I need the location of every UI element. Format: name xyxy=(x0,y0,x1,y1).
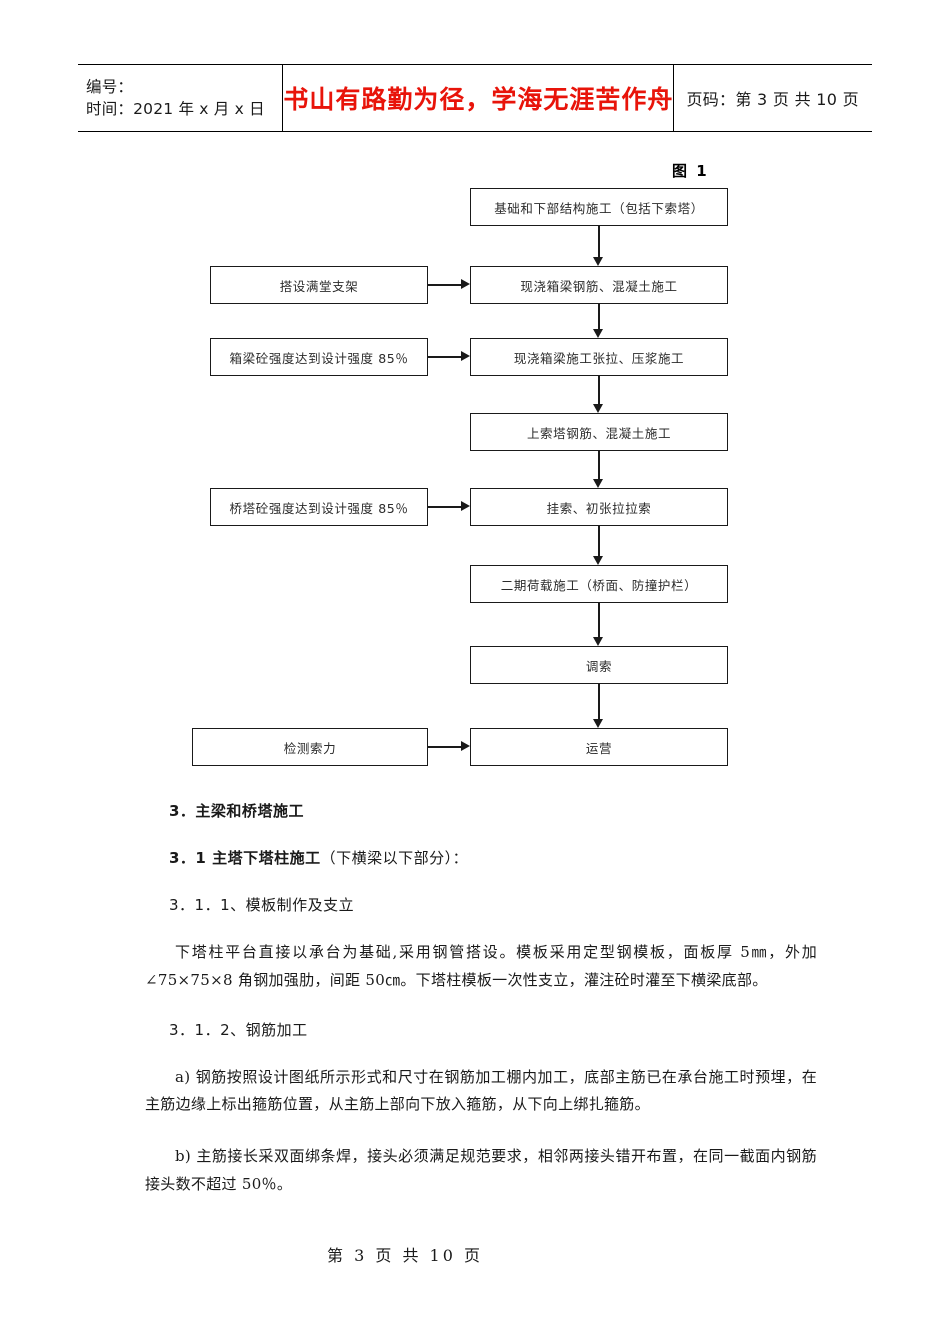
footer-page-number: 第 3 页 共 10 页 xyxy=(327,1246,483,1265)
subsection-title-bold: 3．1 主塔下塔柱施工 xyxy=(169,849,321,867)
flow-node-tower-strength: 桥塔砼强度达到设计强度 85％ xyxy=(210,488,428,526)
header-number-label: 编号： xyxy=(86,77,134,96)
connector-n5-n6 xyxy=(598,526,600,556)
arrowhead-n4 xyxy=(593,404,603,413)
figure-caption: 图 1 xyxy=(672,162,709,180)
flow-node-cable-adjust: 调索 xyxy=(470,646,728,684)
document-body: 3．主梁和桥塔施工 3．1 主塔下塔柱施工（下横梁以下部分）： 3．1．1、模板… xyxy=(145,800,817,1223)
flow-node-tension-grouting: 现浇箱梁施工张拉、压浆施工 xyxy=(470,338,728,376)
connector-n6-n7 xyxy=(598,603,600,637)
section-title: 3．主梁和桥塔施工 xyxy=(169,802,304,820)
flow-node-label: 二期荷载施工（桥面、防撞护栏） xyxy=(500,577,698,593)
arrowhead-n6 xyxy=(593,556,603,565)
subsection-title-rest: （下横梁以下部分）： xyxy=(320,849,469,867)
arrowhead-n8 xyxy=(593,719,603,728)
connector-s3-n5 xyxy=(428,506,461,508)
arrowhead-s3 xyxy=(461,501,470,511)
arrowhead-s1 xyxy=(461,279,470,289)
paragraph-b: b) 主筋接长采双面绑条焊，接头必须满足规范要求，相邻两接头错开布置，在同一截面… xyxy=(145,1147,817,1193)
header-slogan: 书山有路勤为径，学海无涯苦作舟 xyxy=(283,85,674,114)
connector-n3-n4 xyxy=(598,376,600,404)
arrowhead-s4 xyxy=(461,741,470,751)
flow-node-label: 调索 xyxy=(585,658,613,674)
flow-node-label: 桥塔砼强度达到设计强度 85％ xyxy=(229,500,409,516)
subsection-title: 3．1 主塔下塔柱施工（下横梁以下部分）： xyxy=(169,847,817,868)
flow-node-scaffolding: 搭设满堂支架 xyxy=(210,266,428,304)
construction-flowchart: 基础和下部结构施工（包括下索塔） 现浇箱梁钢筋、混凝土施工 现浇箱梁施工张拉、压… xyxy=(0,150,950,790)
flow-node-box-girder-rebar: 现浇箱梁钢筋、混凝土施工 xyxy=(470,266,728,304)
connector-n2-n3 xyxy=(598,304,600,329)
header-cell-pageinfo: 页码：第 3 页 共 10 页 xyxy=(674,65,872,131)
flow-node-label: 现浇箱梁钢筋、混凝土施工 xyxy=(520,278,678,294)
flow-node-cable-hanging: 挂索、初张拉拉索 xyxy=(470,488,728,526)
flow-node-label: 基础和下部结构施工（包括下索塔） xyxy=(494,200,704,216)
arrowhead-n3 xyxy=(593,329,603,338)
item-3-1-2: 3．1．2、钢筋加工 xyxy=(169,1020,308,1039)
flow-node-label: 现浇箱梁施工张拉、压浆施工 xyxy=(513,350,685,366)
flow-node-label: 上索塔钢筋、混凝土施工 xyxy=(526,425,672,441)
document-footer: 第 3 页 共 10 页 xyxy=(0,1242,950,1266)
arrowhead-s2 xyxy=(461,351,470,361)
flow-node-cable-force-test: 检测索力 xyxy=(192,728,428,766)
flow-node-label: 运营 xyxy=(585,740,613,756)
header-page-info: 页码：第 3 页 共 10 页 xyxy=(686,90,859,109)
connector-s2-n3 xyxy=(428,356,461,358)
flow-node-upper-tower: 上索塔钢筋、混凝土施工 xyxy=(470,413,728,451)
flow-node-second-stage-load: 二期荷载施工（桥面、防撞护栏） xyxy=(470,565,728,603)
flow-node-label: 搭设满堂支架 xyxy=(279,278,359,294)
paragraph-a: a) 钢筋按照设计图纸所示形式和尺寸在钢筋加工棚内加工，底部主筋已在承台施工时预… xyxy=(145,1067,817,1114)
connector-s4-n8 xyxy=(428,746,461,748)
arrowhead-n7 xyxy=(593,637,603,646)
connector-n7-n8 xyxy=(598,684,600,719)
flow-node-label: 检测索力 xyxy=(283,740,337,756)
flow-node-label: 箱梁砼强度达到设计强度 85％ xyxy=(229,350,409,366)
flow-node-girder-strength: 箱梁砼强度达到设计强度 85％ xyxy=(210,338,428,376)
header-cell-slogan: 书山有路勤为径，学海无涯苦作舟 xyxy=(283,65,675,131)
header-cell-meta: 编号： 时间：2021 年 x 月 x 日 xyxy=(78,65,284,131)
flow-node-foundation: 基础和下部结构施工（包括下索塔） xyxy=(470,188,728,226)
flow-node-operation: 运营 xyxy=(470,728,728,766)
connector-n1-n2 xyxy=(598,226,600,257)
connector-s1-n2 xyxy=(428,284,461,286)
arrowhead-n2 xyxy=(593,257,603,266)
flow-node-label: 挂索、初张拉拉索 xyxy=(546,500,652,516)
connector-n4-n5 xyxy=(598,451,600,479)
header-time-label: 时间：2021 年 x 月 x 日 xyxy=(86,100,265,118)
paragraph-formwork: 下塔柱平台直接以承台为基础,采用钢管搭设。模板采用定型钢模板，面板厚 5㎜，外加… xyxy=(145,943,817,989)
document-header-table: 编号： 时间：2021 年 x 月 x 日 书山有路勤为径，学海无涯苦作舟 页码… xyxy=(78,64,872,132)
item-3-1-1: 3．1．1、模板制作及支立 xyxy=(169,896,355,914)
arrowhead-n5 xyxy=(593,479,603,488)
